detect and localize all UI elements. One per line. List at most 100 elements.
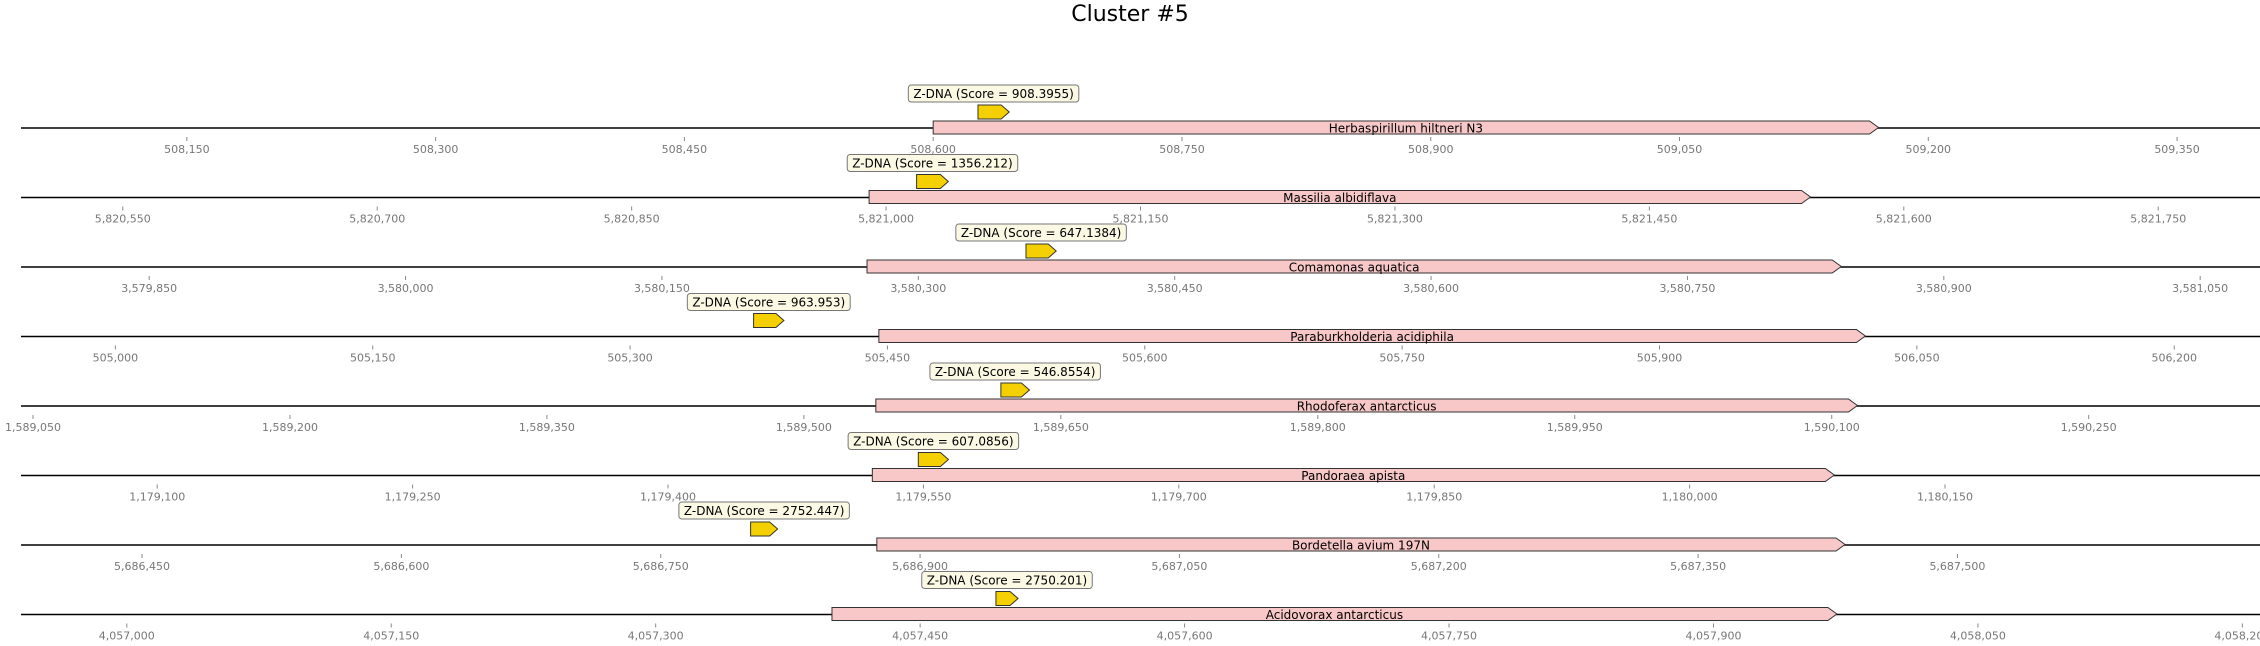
axis-tick-label: 5,821,600	[1876, 213, 1932, 226]
zdna-marker	[750, 521, 779, 537]
axis-tick-label: 4,057,450	[892, 630, 948, 643]
axis-tick-label: 4,057,900	[1685, 630, 1741, 643]
axis-tick-label: 5,686,450	[114, 560, 170, 573]
axis-tick-label: 505,600	[1122, 352, 1168, 365]
axis-tick-label: 5,820,850	[604, 213, 660, 226]
zdna-marker	[977, 104, 1010, 120]
axis-tick-label: 1,590,100	[1804, 421, 1860, 434]
axis-tick-label: 4,057,750	[1421, 630, 1477, 643]
zdna-label-box	[921, 571, 1093, 589]
axis-tick-label: 1,589,950	[1547, 421, 1603, 434]
axis-tick-label: 1,179,250	[385, 491, 441, 504]
axis-tick-label: 1,180,000	[1662, 491, 1718, 504]
axis-tick-label: 3,580,450	[1147, 282, 1203, 295]
axis-tick-label: 505,900	[1637, 352, 1683, 365]
gene-feature-label: Rhodoferax antarcticus	[1297, 400, 1437, 414]
gene-feature-arrow	[878, 329, 1867, 343]
zdna-label-box	[678, 501, 850, 520]
axis-tick-label: 4,057,300	[628, 630, 684, 643]
axis-tick-label: 509,050	[1657, 143, 1703, 156]
gene-feature-arrow	[932, 120, 1880, 135]
zdna-label: Z-DNA (Score = 1356.212)	[852, 157, 1013, 171]
axis-tick-label: 1,589,500	[776, 421, 832, 434]
axis-tick-label: 1,589,050	[5, 421, 61, 434]
axis-tick-label: 5,686,900	[892, 560, 948, 573]
zdna-label-box	[847, 432, 1020, 450]
axis-tick-label: 1,179,850	[1406, 491, 1462, 504]
axis-tick-label: 3,580,300	[890, 282, 946, 295]
axis-tick-label: 5,821,000	[858, 213, 914, 226]
axis-tick-label: 1,179,100	[129, 491, 185, 504]
gene-feature-arrow	[875, 398, 1859, 413]
axis-tick-label: 3,581,050	[2172, 282, 2228, 295]
axis-tick-label: 5,687,500	[1929, 560, 1985, 573]
axis-tick-label: 505,000	[93, 352, 139, 365]
zdna-label-box	[907, 84, 1080, 103]
axis-tick-label: 505,750	[1379, 352, 1425, 365]
axis-tick-label: 5,687,200	[1411, 560, 1467, 573]
gene-feature-arrow	[866, 259, 1843, 274]
gene-feature-label: Massilia albidiflava	[1283, 191, 1396, 205]
axis-tick-label: 4,057,600	[1157, 630, 1213, 643]
zdna-marker	[1025, 243, 1057, 259]
axis-tick-label: 3,580,150	[634, 282, 690, 295]
zdna-marker	[916, 174, 950, 189]
axis-tick-label: 3,580,600	[1403, 282, 1459, 295]
zdna-marker	[1000, 382, 1031, 398]
gene-feature-arrow	[868, 190, 1812, 204]
axis-tick-label: 1,179,550	[895, 491, 951, 504]
gene-feature-label: Herbaspirillum hiltneri N3	[1329, 122, 1483, 136]
axis-tick-label: 1,590,250	[2061, 421, 2117, 434]
gene-feature-label: Bordetella avium 197N	[1292, 539, 1430, 553]
axis-tick-label: 1,589,350	[519, 421, 575, 434]
axis-tick-label: 505,150	[350, 352, 396, 365]
axis-tick-label: 1,179,700	[1151, 491, 1207, 504]
axis-tick-label: 508,300	[413, 143, 459, 156]
axis-tick-label: 508,450	[662, 143, 708, 156]
axis-tick-label: 1,589,650	[1033, 421, 1089, 434]
gene-feature-arrow	[871, 468, 1836, 482]
zdna-label: Z-DNA (Score = 546.8554)	[935, 365, 1096, 379]
axis-tick-label: 3,580,750	[1659, 282, 1715, 295]
axis-tick-label: 5,686,600	[373, 560, 429, 573]
gene-feature-arrow	[831, 607, 1838, 621]
gene-feature-label: Paraburkholderia acidiphila	[1290, 330, 1454, 344]
track-4: 1,589,050 1,589,200 1,589,350 1,589,500 1,58…	[5, 362, 2260, 434]
axis-tick-label: 3,579,850	[121, 282, 177, 295]
axis-tick-label: 3,580,900	[1916, 282, 1972, 295]
axis-tick-label: 508,750	[1159, 143, 1205, 156]
axis-tick-label: 5,820,700	[349, 213, 405, 226]
axis-tick-label: 5,687,050	[1151, 560, 1207, 573]
zdna-marker	[753, 313, 785, 328]
zdna-label: Z-DNA (Score = 647.1384)	[961, 226, 1122, 240]
gene-feature-label: Acidovorax antarcticus	[1266, 608, 1403, 622]
axis-tick-label: 4,058,200	[2214, 630, 2260, 643]
zdna-marker	[917, 452, 950, 467]
axis-tick-label: 4,057,000	[99, 630, 155, 643]
zdna-label: Z-DNA (Score = 908.3955)	[913, 87, 1074, 101]
axis-tick-label: 506,200	[2151, 352, 2197, 365]
axis-tick-label: 1,180,150	[1917, 491, 1973, 504]
axis-tick-label: 4,058,050	[1950, 630, 2006, 643]
gene-feature-label: Comamonas aquatica	[1289, 261, 1420, 275]
zdna-label-box	[929, 362, 1101, 381]
zdna-label: Z-DNA (Score = 2752.447)	[684, 504, 845, 518]
zdna-label: Z-DNA (Score = 2750.201)	[927, 574, 1088, 588]
zdna-label-box	[955, 223, 1127, 242]
gene-feature-label: Pandoraea apista	[1301, 469, 1405, 483]
axis-tick-label: 508,150	[164, 143, 210, 156]
axis-tick-label: 1,589,200	[262, 421, 318, 434]
axis-tick-label: 505,450	[865, 352, 911, 365]
zdna-label: Z-DNA (Score = 607.0856)	[853, 435, 1014, 449]
zdna-marker	[995, 591, 1019, 606]
axis-tick-label: 5,821,150	[1113, 213, 1169, 226]
page-title: Cluster #5	[1071, 2, 1189, 27]
axis-tick-label: 5,687,350	[1670, 560, 1726, 573]
axis-tick-label: 508,600	[910, 143, 956, 156]
